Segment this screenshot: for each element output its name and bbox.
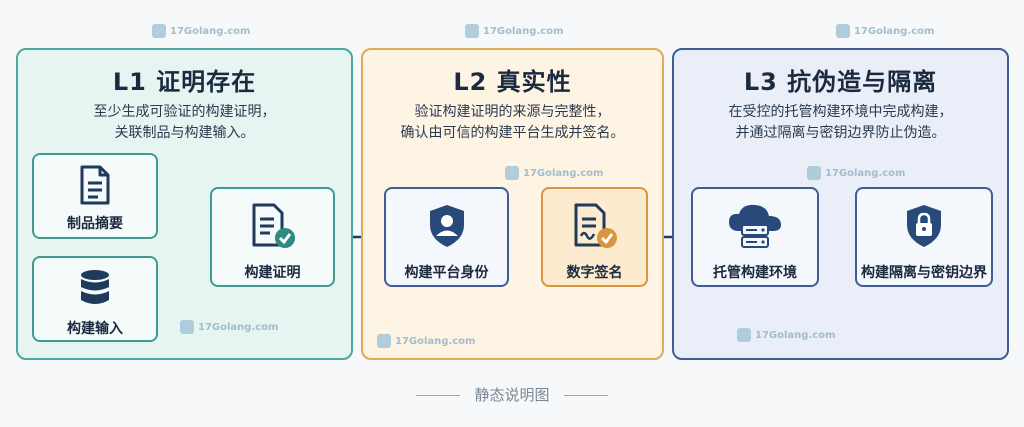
panel-desc-line: 确认由可信的构建平台生成并签名。 (400, 125, 625, 141)
watermark: 17Golang.com (836, 24, 934, 38)
footer-text: 静态说明图 (474, 386, 550, 404)
panel-desc-line: 至少生成可验证的构建证明， (93, 104, 276, 120)
node-hosted-env: 托管构建环境 (691, 187, 819, 287)
cloud-server-icon (693, 201, 817, 255)
document-icon (34, 165, 156, 209)
panel-description: 至少生成可验证的构建证明， 关联制品与构建输入。 (18, 102, 351, 144)
panel-desc-line: 并通过隔离与密钥边界防止伪造。 (735, 125, 946, 141)
watermark: 17Golang.com (807, 166, 905, 180)
node-label: 构建输入 (67, 321, 123, 337)
node-digital-signature: 数字签名 (541, 187, 648, 287)
panel-desc-line: 关联制品与构建输入。 (114, 125, 255, 141)
watermark: 17Golang.com (377, 334, 475, 348)
node-label: 制品摘要 (67, 216, 123, 232)
node-label: 数字签名 (566, 265, 623, 281)
node-label: 构建证明 (244, 265, 301, 281)
panel-title: L2 真实性 (453, 68, 572, 96)
shield-user-icon (386, 203, 507, 253)
watermark: 17Golang.com (465, 24, 563, 38)
footer-caption: 静态说明图 (0, 384, 1024, 405)
node-build-input: 构建输入 (32, 256, 158, 342)
database-icon (34, 268, 156, 312)
panel-description: 验证构建证明的来源与完整性， 确认由可信的构建平台生成并签名。 (363, 102, 662, 144)
node-build-provenance: 构建证明 (210, 187, 335, 287)
node-isolation-key-boundary: 构建隔离与密钥边界 (855, 187, 993, 287)
node-platform-identity: 构建平台身份 (384, 187, 509, 287)
signed-document-icon (543, 203, 646, 255)
panel-desc-line: 验证构建证明的来源与完整性， (414, 104, 611, 120)
node-label: 托管构建环境 (713, 265, 797, 281)
panel-desc-line: 在受控的托管构建环境中完成构建， (728, 104, 953, 120)
node-label: 构建隔离与密钥边界 (861, 265, 987, 281)
watermark: 17Golang.com (152, 24, 250, 38)
shield-lock-icon (857, 203, 991, 253)
node-label: 构建平台身份 (404, 265, 489, 281)
panel-title: L1 证明存在 (112, 68, 257, 96)
watermark: 17Golang.com (737, 328, 835, 342)
panel-l3: L3 抗伪造与隔离 在受控的托管构建环境中完成构建， 并通过隔离与密钥边界防止伪… (672, 48, 1009, 360)
document-check-icon (212, 203, 333, 255)
panel-title: L3 抗伪造与隔离 (743, 68, 938, 96)
node-artifact-digest: 制品摘要 (32, 153, 158, 239)
watermark: 17Golang.com (180, 320, 278, 334)
panel-l2: L2 真实性 验证构建证明的来源与完整性， 确认由可信的构建平台生成并签名。 (361, 48, 664, 360)
watermark: 17Golang.com (505, 166, 603, 180)
panel-description: 在受控的托管构建环境中完成构建， 并通过隔离与密钥边界防止伪造。 (674, 102, 1007, 144)
